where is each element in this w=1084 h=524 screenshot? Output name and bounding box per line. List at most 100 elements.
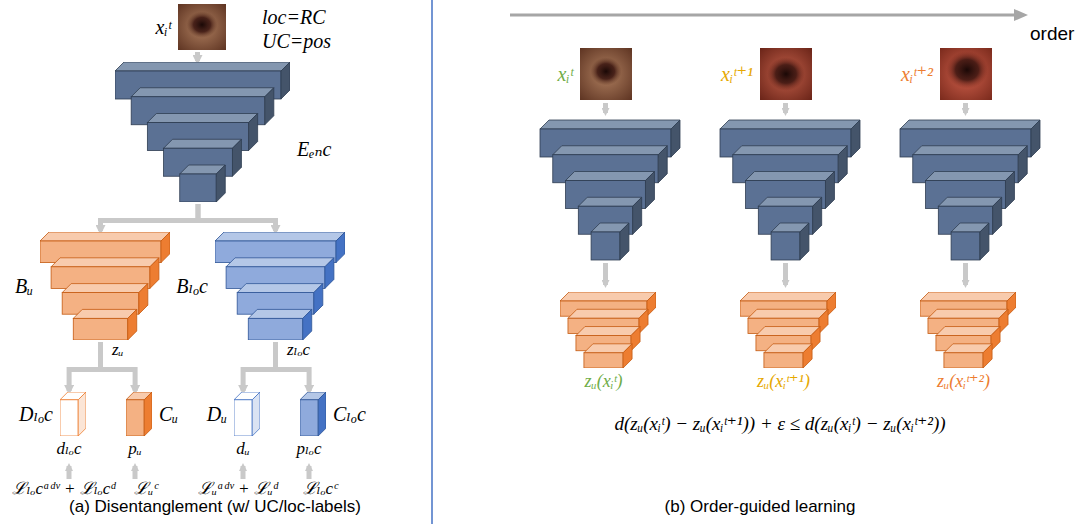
layer-side — [252, 392, 260, 436]
layer-side — [78, 392, 86, 436]
layer-top — [900, 120, 1040, 129]
block-label: Bᵤ — [15, 275, 33, 297]
layer-side — [128, 309, 137, 340]
math-label: ℒᵤᶜ — [134, 480, 157, 499]
flow-arrow — [603, 103, 608, 113]
layer-top — [920, 292, 1016, 301]
layer-side — [161, 232, 170, 263]
layer-side — [232, 139, 241, 176]
layer-side — [325, 258, 334, 289]
node-shape — [234, 392, 260, 436]
layer-top — [566, 172, 655, 181]
layer-side — [983, 344, 992, 368]
flow-arrow — [963, 103, 968, 113]
node-shape — [940, 48, 992, 100]
head-block: Cᵤ — [126, 392, 152, 436]
layer-side — [1018, 146, 1027, 183]
layer-top — [226, 258, 334, 267]
layer-front — [566, 181, 646, 209]
endoscopy-image — [178, 4, 226, 50]
layer-top — [51, 258, 159, 267]
layer-side — [314, 284, 323, 315]
layer-front — [900, 129, 1031, 157]
flow-connector — [101, 342, 136, 391]
math-label: ℒᵤᵃᵈᵛ + ℒᵤᵈ — [198, 480, 278, 499]
layer-side — [139, 284, 148, 315]
layer-top — [578, 197, 641, 206]
layer-front — [540, 129, 671, 157]
layer-top — [746, 172, 835, 181]
input-image: xᵢᵗ⁺¹ — [760, 48, 812, 100]
layer-front — [746, 181, 826, 209]
lumen — [946, 51, 988, 88]
flow-arrow — [783, 103, 788, 113]
layer-side — [336, 232, 345, 263]
layer-front — [764, 353, 803, 368]
network-block: Bᵤ — [40, 232, 170, 340]
math-label: loc=RC — [262, 6, 326, 28]
layer-side — [249, 114, 258, 151]
math-label: d(zᵤ(xᵢᵗ) − zᵤ(xᵢᵗ⁺¹)) + ε ≤ d(zᵤ(xᵢᵗ) −… — [614, 414, 945, 435]
math-label: pᵤ — [128, 440, 141, 459]
layer-top — [164, 139, 242, 148]
math-label: zᵤ — [112, 341, 124, 360]
block-label: Dᵤ — [207, 403, 227, 425]
flow-connector — [195, 52, 200, 61]
layer-front — [248, 318, 302, 340]
flow-arrow — [783, 263, 788, 285]
layer-top — [540, 120, 680, 129]
layer-side — [144, 392, 152, 436]
layer-front — [234, 400, 252, 436]
endoscopy-image — [940, 48, 992, 100]
network-block: Bₗₒc — [215, 232, 345, 340]
loss-arrow — [67, 466, 72, 479]
encoder-b — [540, 120, 680, 260]
caption: (a) Disentanglement (w/ UC/loc-labels) — [69, 498, 361, 517]
layer-top — [568, 309, 648, 318]
loss-arrow — [241, 466, 246, 479]
layer-top — [62, 284, 148, 293]
lumen — [767, 57, 804, 91]
layer-front — [584, 353, 623, 368]
node-shape — [115, 62, 290, 202]
layer-front — [180, 174, 217, 202]
block-label: xᵢᵗ⁺² — [901, 63, 933, 85]
layer-side — [318, 392, 326, 436]
layer-top — [936, 327, 1000, 336]
block-label: Bₗₒc — [176, 275, 208, 297]
layer-side — [1031, 120, 1040, 157]
lumen — [187, 11, 218, 37]
order-arrow — [510, 14, 1022, 17]
head-block: Dᵤ — [234, 392, 260, 436]
loss-arrow — [307, 466, 312, 479]
layer-side — [980, 223, 989, 260]
layer-side — [265, 88, 274, 125]
layer-front — [951, 232, 980, 260]
layer-top — [733, 146, 847, 155]
layer-top — [131, 88, 274, 97]
node-shape — [126, 392, 152, 436]
block-label: xᵢᵗ⁺¹ — [721, 63, 753, 85]
layer-front — [73, 318, 127, 340]
layer-side — [838, 146, 847, 183]
block-label: Dₗₒc — [19, 403, 53, 425]
layer-top — [756, 327, 820, 336]
block-label: xᵢᵗ — [156, 16, 171, 38]
layer-side — [633, 197, 642, 234]
input-image: xᵢᵗ⁺² — [940, 48, 992, 100]
layer-top — [560, 292, 656, 301]
layer-side — [623, 344, 632, 368]
node-shape — [740, 292, 836, 368]
layer-front — [591, 232, 620, 260]
layer-front — [553, 155, 658, 183]
math-label: ℒₗₒcᶜ — [303, 480, 338, 499]
layer-side — [803, 344, 812, 368]
node-shape — [300, 392, 326, 436]
math-label: UC=pos — [262, 30, 331, 52]
layout-group — [69, 103, 1040, 479]
math-label: ℒₗₒcᵃᵈᵛ + ℒₗₒcᵈ — [12, 480, 115, 499]
network-block: Eₑₙc — [115, 62, 290, 202]
encoder-b — [900, 120, 1040, 260]
panel-divider — [431, 0, 433, 524]
layer-top — [248, 309, 311, 318]
